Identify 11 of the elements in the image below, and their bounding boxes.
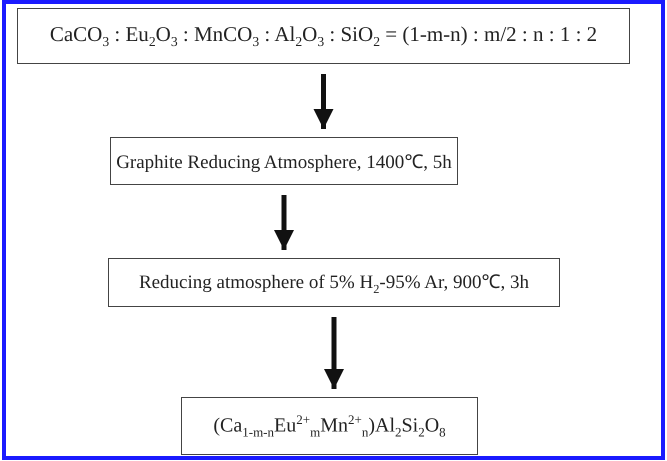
step-text: Reducing atmosphere of 5% H$_{2}$-95% Ar, 900℃, 3h <box>138 271 530 297</box>
process-box <box>110 137 458 185</box>
process-box <box>108 258 560 307</box>
arrow <box>314 74 334 129</box>
step-text: CaCO$_{3}$ : Eu$_{2}$O$_{3}$ : MnCO$_{3}$ : Al$_{2}$O$_{3}$ : SiO$_{2}$ = (1-m-n) : m/2 : n : 1 : 2 <box>50 22 598 50</box>
process-box <box>17 8 630 64</box>
process-box <box>181 397 478 455</box>
arrow <box>274 195 294 250</box>
step-text: Graphite Reducing Atmosphere, 1400℃, 5h <box>116 151 452 174</box>
arrow <box>324 317 344 389</box>
step-text: (Ca$_{1-m-n}$Eu$^{2+}$$_{m}$Mn$^{2+}$$_{n}$)Al$_{2}$Si$_{2}$O$_{8}$ <box>213 412 446 440</box>
